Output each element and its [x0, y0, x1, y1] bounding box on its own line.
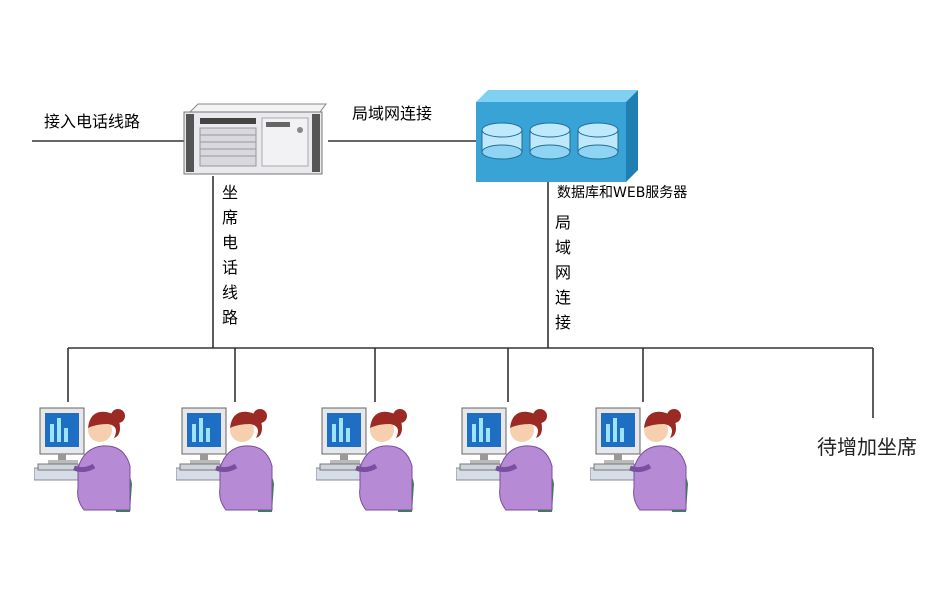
pbx-switch-icon — [183, 103, 327, 175]
agent-workstation-5-icon — [589, 402, 690, 512]
agent-workstation-1-icon — [33, 402, 134, 512]
agent-workstation-2-icon — [175, 402, 276, 512]
incoming-line-label: 接入电话线路 — [44, 112, 141, 131]
database-server-icon — [476, 90, 638, 182]
pending-seat-label: 待增加坐席 — [817, 435, 917, 459]
lan-vertical-label: 局域网连接 — [552, 214, 571, 339]
agent-workstation-4-icon — [455, 402, 556, 512]
agent-workstation-3-icon — [315, 402, 416, 512]
db-web-server-label: 数据库和WEB服务器 — [557, 185, 688, 201]
lan-connection-label: 局域网连接 — [352, 104, 433, 123]
seat-phone-line-label: 坐席电话线路 — [219, 184, 238, 334]
